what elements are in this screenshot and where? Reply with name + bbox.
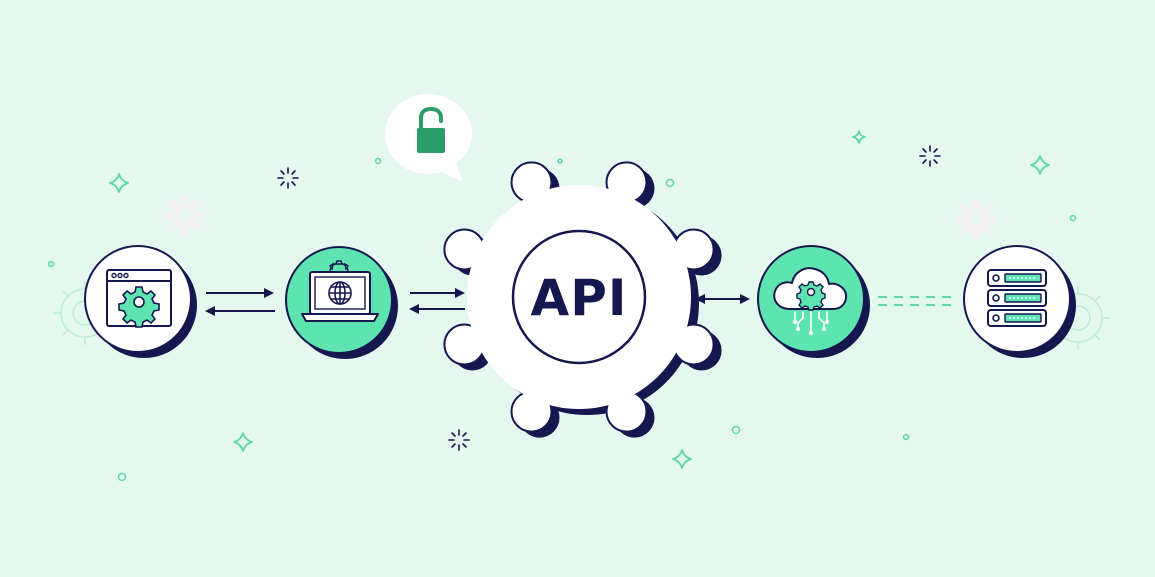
sparkle-icon xyxy=(233,432,253,452)
connector-cloud-server xyxy=(878,296,953,306)
server-stack-icon xyxy=(987,269,1047,327)
decor-dots xyxy=(47,157,1077,482)
browser-window-gear-icon xyxy=(106,269,172,328)
node-client-app xyxy=(84,245,197,358)
connector-api-cloud xyxy=(695,294,750,304)
background-gear-left xyxy=(165,195,205,235)
connector-client-web xyxy=(205,288,275,316)
sparkle-icon xyxy=(672,449,692,469)
sparkle-icon xyxy=(852,130,866,144)
node-web-client xyxy=(285,246,398,359)
unlocked-padlock-icon xyxy=(417,106,445,153)
laptop-globe-icon xyxy=(301,260,379,322)
connector-web-api xyxy=(409,288,465,314)
api-label: API xyxy=(531,269,628,327)
node-database-server xyxy=(963,245,1076,358)
starburst-icon xyxy=(448,429,470,451)
background-gear-right xyxy=(956,199,996,239)
sparkle-icon xyxy=(109,173,129,193)
api-gear: API xyxy=(443,161,722,438)
api-gear-hub xyxy=(511,229,647,365)
sparkle-icon xyxy=(1030,155,1050,175)
starburst-icon xyxy=(919,145,941,167)
starburst-icon xyxy=(277,167,299,189)
lock-speech-bubble xyxy=(385,94,472,182)
node-cloud-service xyxy=(757,245,870,358)
starburst-icons xyxy=(277,145,941,451)
sparkle-icons xyxy=(109,130,1050,469)
cloud-gear-circuit-icon xyxy=(773,267,848,335)
